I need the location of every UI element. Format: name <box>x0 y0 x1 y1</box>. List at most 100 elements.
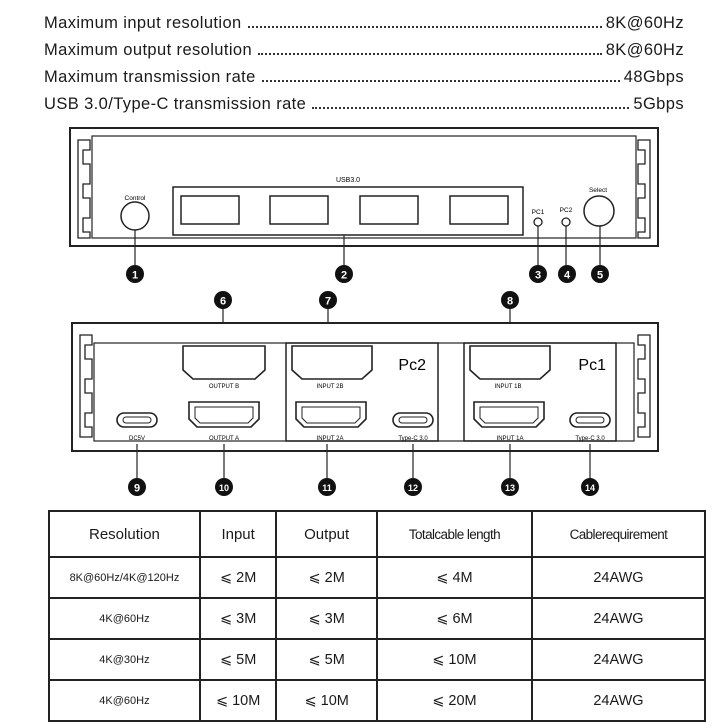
header-cable-requirement: Cablerequirement <box>530 510 707 558</box>
callout-number: 14 <box>585 483 595 493</box>
control-label: Control <box>125 195 147 202</box>
cell-input: ⩽ 10M <box>198 679 278 722</box>
usb-port[interactable] <box>449 195 509 225</box>
cell-total-length: ⩽ 20M <box>375 679 533 722</box>
table-header-row: Resolution Input Output Totalcable lengt… <box>48 510 707 558</box>
callout-number: 2 <box>341 270 347 282</box>
cell-resolution: 4K@30Hz <box>48 638 201 681</box>
spec-leader-dots <box>258 53 602 55</box>
callout-9: 9 <box>128 478 146 496</box>
callout-number: 5 <box>597 270 603 282</box>
header-resolution: Resolution <box>48 510 201 558</box>
output-a-port[interactable] <box>188 401 260 428</box>
table-row: 4K@60Hz ⩽ 10M ⩽ 10M ⩽ 20M 24AWG <box>48 679 707 722</box>
spec-row: Maximum transmission rate 48Gbps <box>44 60 684 87</box>
header-input: Input <box>198 510 278 558</box>
callout-number: 11 <box>322 483 332 493</box>
callout-2: 2 <box>335 265 353 283</box>
cell-total-length: ⩽ 4M <box>375 556 533 599</box>
front-panel: Control USB3.0 PC1 PC2 Select <box>69 127 659 247</box>
input-1b-label: INPUT 1B <box>495 384 522 390</box>
callout-number: 9 <box>134 483 140 495</box>
usb-label: USB3.0 <box>336 177 360 184</box>
table-row: 4K@30Hz ⩽ 5M ⩽ 5M ⩽ 10M 24AWG <box>48 638 707 681</box>
pc2-led-label: PC2 <box>560 207 573 214</box>
callout-13: 13 <box>501 478 519 496</box>
spec-row: Maximum output resolution 8K@60Hz <box>44 33 684 60</box>
dc-label: DC5V <box>129 436 145 442</box>
output-a-label: OUTPUT A <box>209 436 239 442</box>
cell-input: ⩽ 3M <box>198 597 278 640</box>
callout-10: 10 <box>215 478 233 496</box>
select-button[interactable] <box>583 195 615 227</box>
table-row: 4K@60Hz ⩽ 3M ⩽ 3M ⩽ 6M 24AWG <box>48 597 707 640</box>
control-button[interactable] <box>120 201 150 231</box>
device-diagram: Control USB3.0 PC1 PC2 Select 1 2 3 4 5 … <box>69 127 659 496</box>
typec-1-label: Type-C 3.0 <box>575 436 605 442</box>
spec-list: Maximum input resolution 8K@60Hz Maximum… <box>44 6 684 114</box>
callout-number: 13 <box>505 483 515 493</box>
callout-12: 12 <box>404 478 422 496</box>
callout-number: 1 <box>132 270 138 282</box>
input-2b-port[interactable] <box>291 345 373 380</box>
spec-label: Maximum transmission rate <box>44 68 256 86</box>
spec-row: Maximum input resolution 8K@60Hz <box>44 6 684 33</box>
front-leader-lines <box>134 226 601 265</box>
pc1-led <box>533 217 543 227</box>
input-2b-label: INPUT 2B <box>317 384 344 390</box>
cell-cable-requirement: 24AWG <box>530 638 707 681</box>
cell-resolution: 4K@60Hz <box>48 597 201 640</box>
usb-port[interactable] <box>180 195 240 225</box>
callout-4: 4 <box>558 265 576 283</box>
spec-leader-dots <box>261 80 620 82</box>
cell-output: ⩽ 5M <box>275 638 378 681</box>
usb-port[interactable] <box>269 195 329 225</box>
spec-leader-dots <box>312 107 630 109</box>
cell-cable-requirement: 24AWG <box>530 597 707 640</box>
callout-6: 6 <box>214 291 232 309</box>
input-2a-port[interactable] <box>295 401 367 428</box>
spec-value: 8K@60Hz <box>605 14 684 32</box>
callout-5: 5 <box>591 265 609 283</box>
cell-input: ⩽ 2M <box>198 556 278 599</box>
input-2a-label: INPUT 2A <box>317 436 344 442</box>
heatsink-fins-right <box>637 139 651 239</box>
spec-label: Maximum output resolution <box>44 41 253 59</box>
table-row: 8K@60Hz/4K@120Hz ⩽ 2M ⩽ 2M ⩽ 4M 24AWG <box>48 556 707 599</box>
cell-cable-requirement: 24AWG <box>530 556 707 599</box>
callout-number: 12 <box>408 483 418 493</box>
callout-14: 14 <box>581 478 599 496</box>
input-1b-port[interactable] <box>469 345 551 380</box>
cell-total-length: ⩽ 10M <box>375 638 533 681</box>
pc2-group-label: Pc2 <box>398 357 426 374</box>
callout-8: 8 <box>501 291 519 309</box>
pc1-led-label: PC1 <box>532 209 545 216</box>
cell-output: ⩽ 3M <box>275 597 378 640</box>
output-b-label: OUTPUT B <box>209 384 239 390</box>
cell-total-length: ⩽ 6M <box>375 597 533 640</box>
resolution-table: Resolution Input Output Totalcable lengt… <box>48 510 707 722</box>
spec-row: USB 3.0/Type-C transmission rate 5Gbps <box>44 87 684 114</box>
callout-number: 8 <box>507 296 513 308</box>
pc1-port-group <box>463 342 617 442</box>
back-panel: OUTPUT B OUTPUT A DC5V Pc2 INPUT 2B INPU… <box>71 322 659 452</box>
pc2-port-group <box>285 342 439 442</box>
cell-resolution: 4K@60Hz <box>48 679 201 722</box>
pc2-led <box>561 217 571 227</box>
callout-number: 4 <box>564 270 571 282</box>
pc1-group-label: Pc1 <box>578 357 606 374</box>
cell-cable-requirement: 24AWG <box>530 679 707 722</box>
output-b-port[interactable] <box>182 345 266 380</box>
callout-1: 1 <box>126 265 144 283</box>
callout-11: 11 <box>318 478 336 496</box>
cell-input: ⩽ 5M <box>198 638 278 681</box>
callout-7: 7 <box>319 291 337 309</box>
heatsink-fins-left <box>77 139 91 239</box>
usb-port[interactable] <box>359 195 419 225</box>
back-leader-lines-bottom <box>136 444 591 478</box>
spec-value: 8K@60Hz <box>605 41 684 59</box>
cell-output: ⩽ 2M <box>275 556 378 599</box>
spec-value: 48Gbps <box>623 68 684 86</box>
input-1a-port[interactable] <box>473 401 545 428</box>
input-1a-label: INPUT 1A <box>497 436 524 442</box>
